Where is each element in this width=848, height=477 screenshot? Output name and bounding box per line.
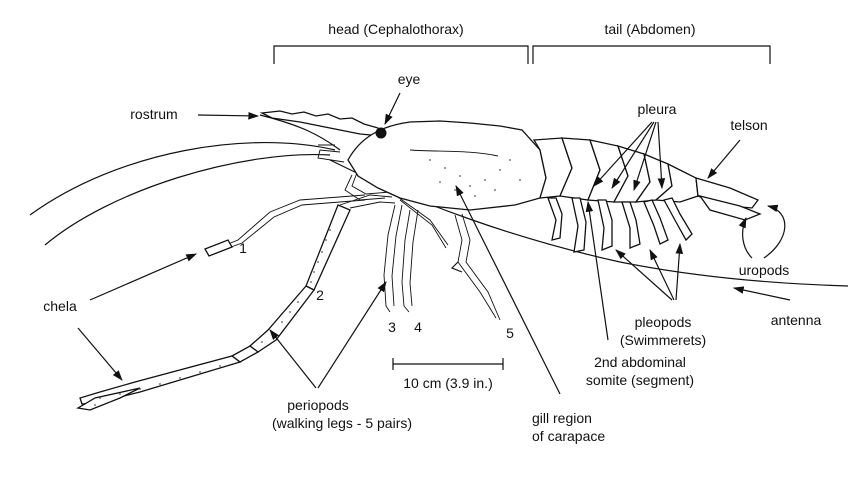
gill-region-label-line2: of carapace: [532, 428, 605, 444]
scale-bar: [392, 358, 504, 370]
leg-number-5: 5: [506, 325, 514, 341]
walking-legs: [204, 169, 501, 321]
gill-region-label-line1: gill region: [532, 410, 592, 426]
large-cheliped: [76, 194, 396, 411]
carapace: [317, 120, 547, 211]
tail-bracket: [532, 45, 771, 64]
pleopods-label: pleopods: [635, 314, 692, 330]
leg-number-3: 3: [388, 319, 396, 335]
periopods-label-line1: periopods: [287, 397, 349, 413]
head-bracket: [273, 45, 529, 64]
leg-number-2: 2: [316, 287, 324, 303]
eye-shape: [375, 127, 387, 139]
antenna-label: antenna: [771, 312, 822, 328]
leader-lines: [77, 92, 791, 395]
tail-section-label: tail (Abdomen): [604, 21, 695, 37]
rostrum-label: rostrum: [130, 106, 177, 122]
abdominal-somite-label-line1: 2nd abdominal: [594, 354, 686, 370]
leg-number-4: 4: [414, 319, 422, 335]
telson-label: telson: [730, 117, 767, 133]
pleopods-drawing: [547, 197, 693, 253]
scale-bar-label: 10 cm (3.9 in.): [403, 375, 492, 391]
leg-number-1: 1: [239, 240, 247, 256]
abdominal-somite-label-line2: somite (segment): [586, 372, 694, 388]
uropods-label: uropods: [739, 262, 790, 278]
chela-label: chela: [43, 298, 77, 314]
periopods-label-line2: (walking legs - 5 pairs): [272, 415, 412, 431]
swimmerets-label: (Swimmerets): [620, 332, 706, 348]
head-section-label: head (Cephalothorax): [328, 21, 463, 37]
eye-label: eye: [398, 71, 421, 87]
pleura-label: pleura: [638, 101, 677, 117]
rostrum-shape: [259, 110, 384, 137]
